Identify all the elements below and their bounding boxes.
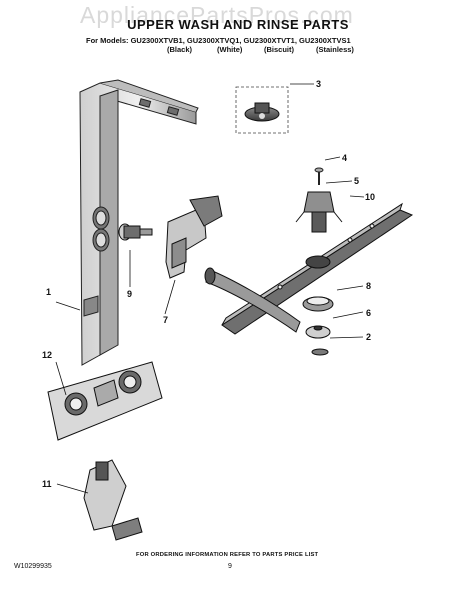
callout-7: 7 <box>163 315 168 325</box>
callout-5: 5 <box>354 176 359 186</box>
part-hub <box>305 325 331 339</box>
part-screw <box>314 167 324 185</box>
part-washer <box>311 348 329 356</box>
part-manifold <box>47 361 163 441</box>
variant-biscuit: (Biscuit) <box>264 45 294 54</box>
watermark: AppliancePartsPros.com <box>80 2 354 28</box>
page-number: 9 <box>228 563 232 570</box>
part-bracket <box>165 195 223 279</box>
callout-11: 11 <box>42 479 52 489</box>
variant-black: (Black) <box>167 45 193 54</box>
model-list: For Models: GU2300XTVB1, GU2300XTVQ1, GU… <box>86 36 351 45</box>
callout-1: 1 <box>46 287 51 297</box>
variant-white: (White) <box>217 45 243 54</box>
leader-lines <box>55 83 365 494</box>
callout-2: 2 <box>366 332 371 342</box>
callout-12: 12 <box>42 350 52 360</box>
callout-8: 8 <box>366 281 371 291</box>
part-nozzle-mount <box>235 86 289 134</box>
callout-9: 9 <box>127 289 132 299</box>
callout-4: 4 <box>342 153 347 163</box>
document-number: W10299935 <box>14 563 52 570</box>
part-conduit-tube <box>79 79 199 366</box>
part-lower-connector <box>83 459 143 541</box>
callout-6: 6 <box>366 308 371 318</box>
variant-stainless: (Stainless) <box>316 45 354 54</box>
part-seal-ring <box>302 296 334 312</box>
part-bearing <box>295 191 343 233</box>
part-valve <box>118 223 153 241</box>
callout-10: 10 <box>365 192 375 202</box>
callout-3: 3 <box>316 79 321 89</box>
page-title: UPPER WASH AND RINSE PARTS <box>127 17 349 32</box>
part-feed-tube <box>204 267 301 333</box>
ordering-note: FOR ORDERING INFORMATION REFER TO PARTS … <box>136 552 319 558</box>
